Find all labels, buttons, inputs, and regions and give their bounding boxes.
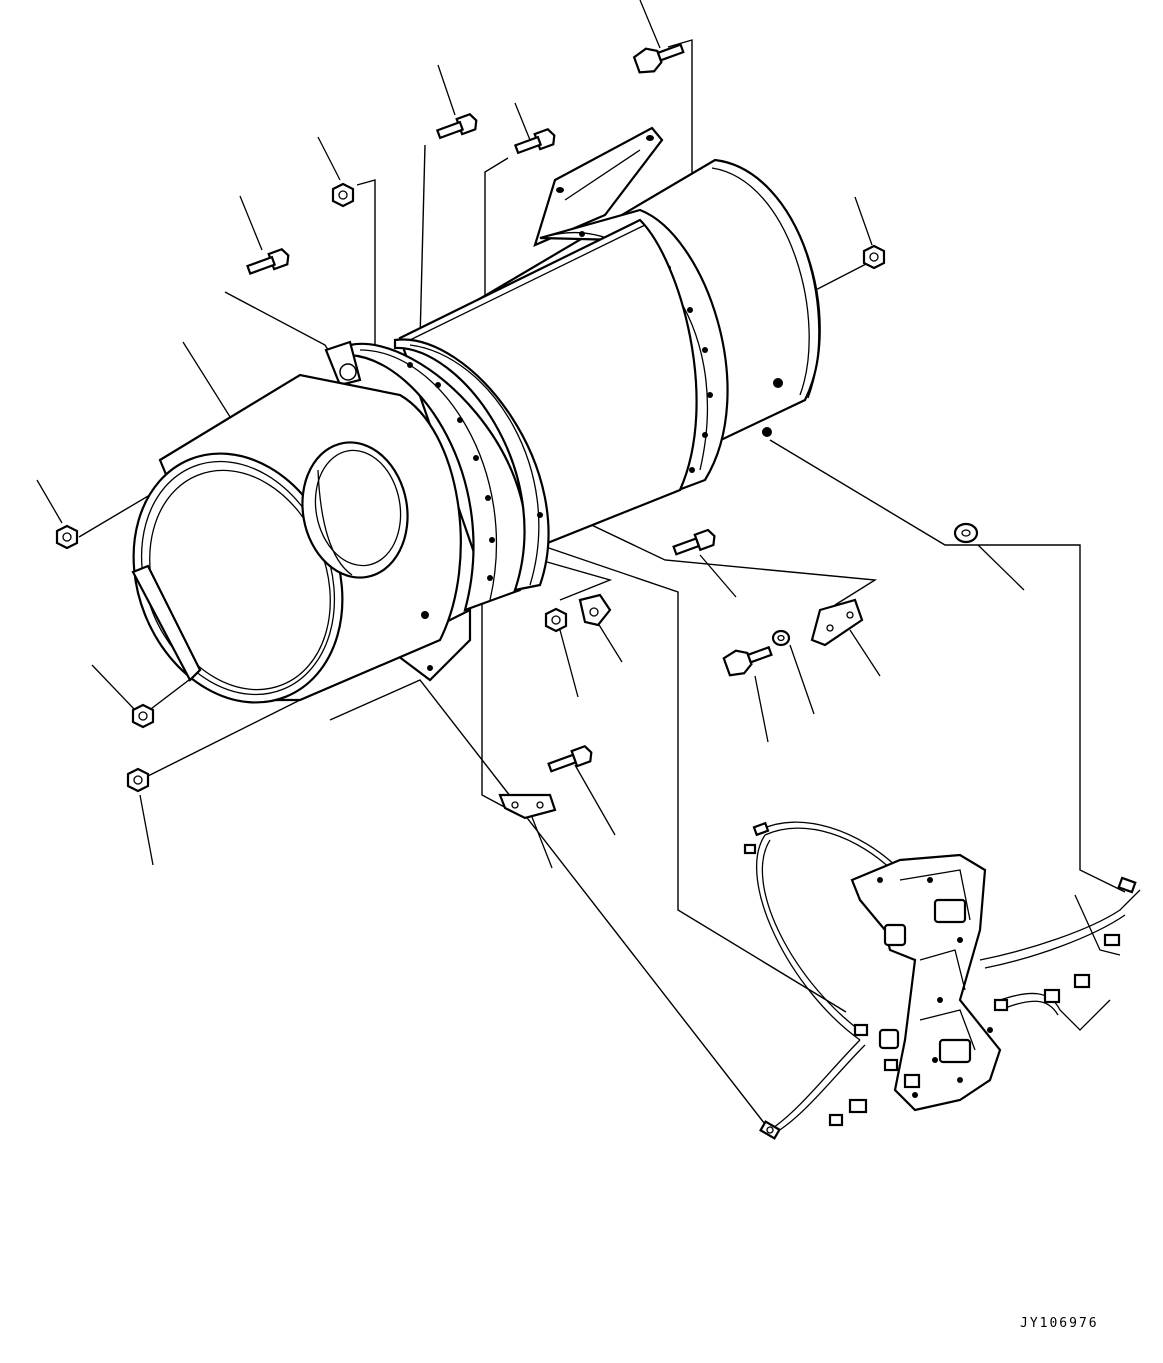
clip-small: [578, 593, 612, 627]
center-clamp-ring: [348, 342, 528, 612]
clamp-bracket-lower: [498, 793, 557, 820]
nut-right: [862, 244, 886, 270]
drawing-number: JY106976: [1020, 1316, 1099, 1331]
bolt-top: [632, 43, 685, 74]
bolt-flange: [722, 645, 773, 677]
fasteners: [55, 43, 979, 820]
nut-center: [544, 607, 568, 633]
callout-leaders: [36, 0, 1025, 869]
washer-small: [771, 629, 791, 647]
nut-lower-left-b: [126, 767, 150, 793]
nut-upper: [331, 182, 355, 208]
washer-right: [953, 522, 979, 544]
nut-lower-left-a: [131, 703, 155, 729]
aftertreatment-muffler-assembly: [131, 126, 821, 704]
bolt-upper-b: [513, 128, 556, 155]
clamp-bracket-right: [810, 598, 864, 647]
bolt-lower-mid: [547, 745, 593, 773]
bolt-mid-right: [672, 528, 716, 556]
temperature-sensor-tip: [759, 1120, 781, 1140]
sensor-harness-assembly: [743, 821, 1141, 1140]
bolt-upper-a: [435, 113, 478, 140]
nut-left: [55, 524, 79, 550]
inlet-port: [301, 441, 409, 579]
reference-lines: [78, 39, 1126, 1129]
sensor-mount-bracket: [850, 853, 1002, 1112]
bolt-upper-c: [246, 248, 290, 275]
